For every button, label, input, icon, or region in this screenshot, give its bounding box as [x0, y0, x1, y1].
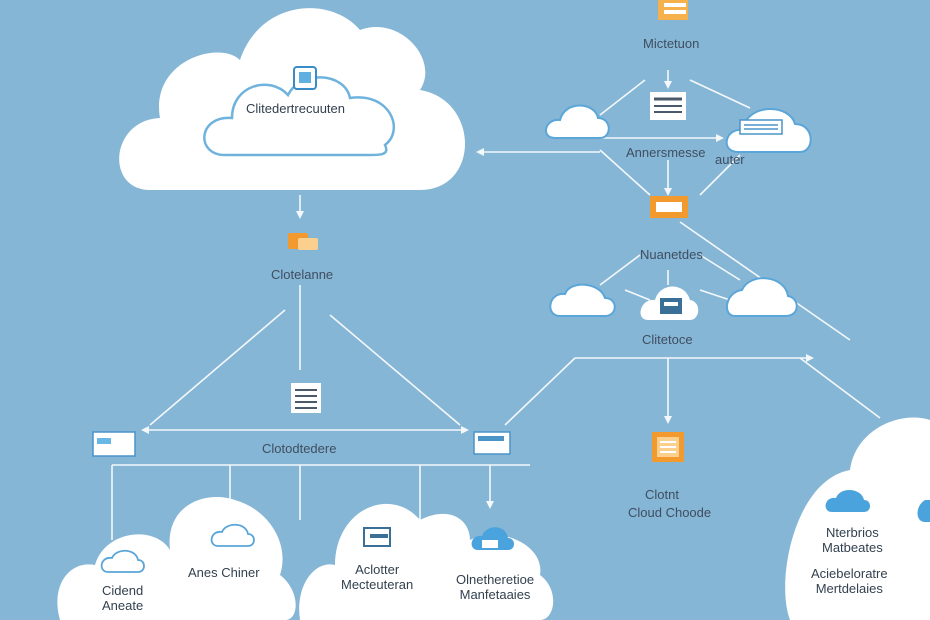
cloud-icon: [549, 277, 798, 317]
window-icon: [92, 431, 136, 457]
bottom-cloud-2-label: Anes Chiner: [188, 565, 260, 580]
window-icon: [473, 431, 511, 455]
bottom-cloud-4-label: Olnetheretioe Manfetaaies: [456, 572, 534, 602]
cloud-icon: [100, 523, 255, 573]
far-right-label-1-line-1: Nterbrios: [825, 525, 879, 540]
right-upper-row-label-2: auter: [715, 152, 745, 167]
window-icon: [739, 119, 783, 135]
main-cloud: [119, 8, 466, 191]
bottom-cloud-3-line-1: Aclotter: [355, 562, 400, 577]
left-column-label: Clotelanne: [271, 267, 334, 282]
bottom-cloud-3-line-2: Mecteuteran: [341, 577, 414, 592]
bottom-cloud-4-line-1: Olnetheretioe: [456, 572, 535, 587]
main-cloud-label: Clitedertrecuuten: [246, 101, 345, 116]
bottom-cloud-4-line-2: Manfetaaies: [459, 587, 531, 602]
cloud-icon: [471, 527, 514, 550]
connector-lines: [111, 70, 881, 540]
far-right-label-1: Nterbrios Matbeates: [822, 525, 883, 555]
right-bottom-label-1: Clotnt: [645, 487, 679, 502]
database-icon: [640, 286, 699, 320]
left-connector-label: Clotodtedere: [262, 441, 337, 456]
bottom-cloud-3-label: Aclotter Mecteuteran: [341, 562, 413, 592]
right-bottom-label-2: Cloud Choode: [628, 505, 712, 520]
far-right-label-2-line-2: Mertdelaies: [815, 581, 883, 596]
right-upper-row-label: Annersmesse: [626, 145, 706, 160]
far-right-label-2: Aciebeloratre Mertdelaies: [811, 566, 888, 596]
cloud-icon: [825, 489, 930, 522]
bottom-cloud-1-label: Cidend Aneate: [102, 583, 143, 613]
top-right-label: Mictetuon: [643, 36, 700, 51]
mid-right-row-label: Clitetoce: [642, 332, 693, 347]
server-icon: [658, 0, 688, 20]
far-right-label-2-line-1: Aciebeloratre: [811, 566, 888, 581]
bottom-cloud-1-line-2: Aneate: [102, 598, 144, 613]
browser-icon: [293, 66, 317, 90]
folder-icon: [288, 233, 318, 250]
document-icon: [650, 92, 686, 120]
far-right-label-1-line-2: Matbeates: [822, 540, 883, 555]
server-icon: [650, 196, 688, 218]
document-icon: [652, 432, 684, 462]
document-icon: [291, 383, 321, 413]
window-icon: [363, 527, 391, 547]
orange-node-label: Nuanetdes: [640, 247, 703, 262]
bottom-cloud-1-line-1: Cidend: [102, 583, 144, 598]
